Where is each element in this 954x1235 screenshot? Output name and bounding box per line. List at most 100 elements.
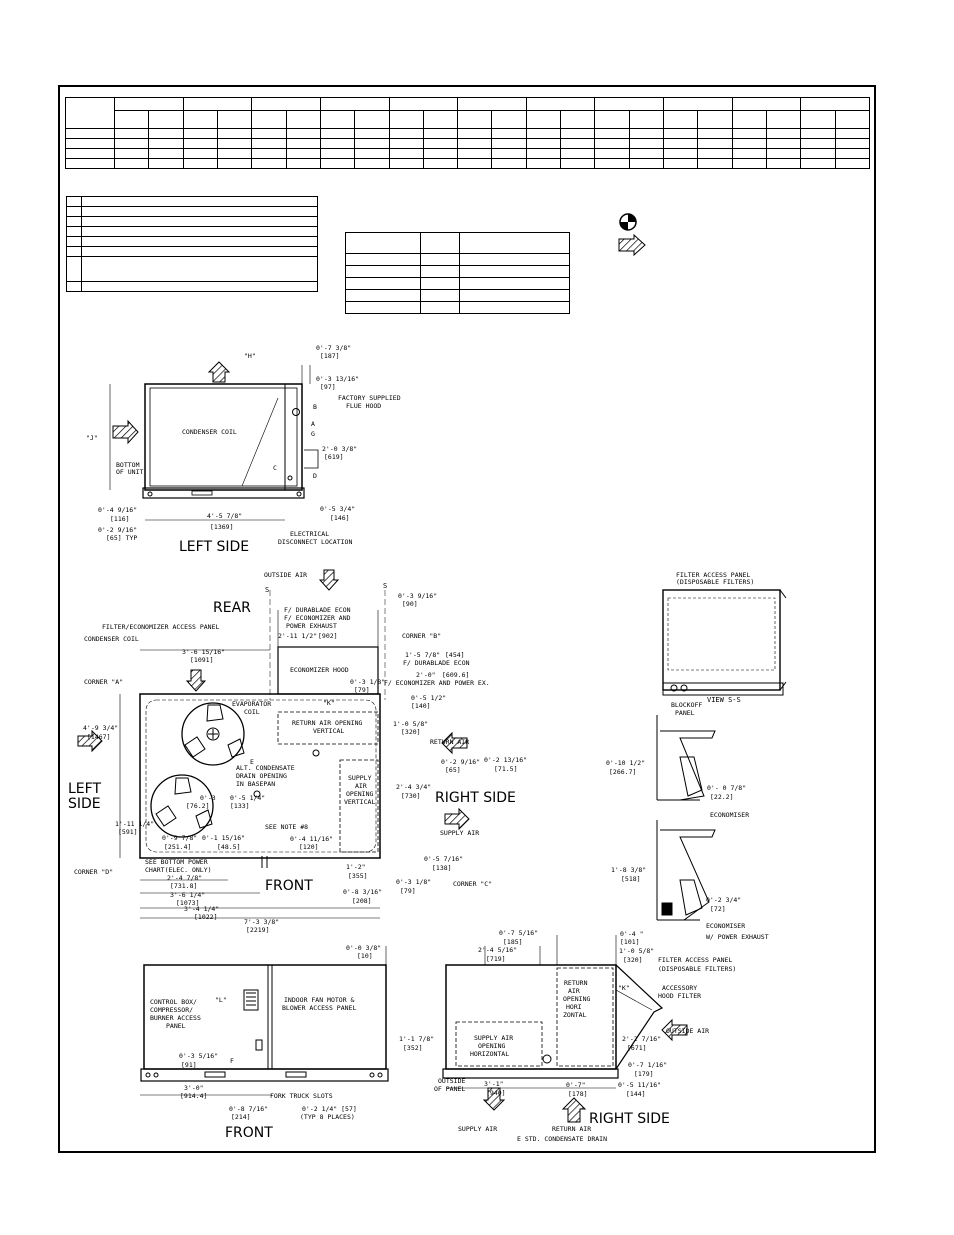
dim-label: [731.8] (170, 882, 197, 890)
dim-label: [730] (401, 792, 421, 800)
corner-d-label: CORNER "D" (74, 868, 113, 876)
dim-label: 4'-5 7/8" (207, 512, 242, 520)
dim-label: 3'-6 15/16" (182, 648, 225, 656)
dim-label: 0'-7" (566, 1081, 586, 1089)
airflow-arrow-icon (112, 419, 139, 445)
dim-label: [1073] (176, 899, 199, 907)
dim-label: [101] (620, 938, 640, 946)
dim-label: 0'- 0 7/8" (707, 784, 746, 792)
alt-drain-label: ALT. CONDENSATE (236, 764, 295, 772)
supply-air-label: SUPPLY AIR (440, 829, 479, 837)
dim-label: 2'-11 1/2" (278, 632, 317, 640)
return-opening-label: ZONTAL (563, 1011, 587, 1019)
dim-label: [902] (318, 632, 338, 640)
airflow-arrow-icon (561, 1097, 587, 1123)
airflow-arrow-icon (185, 669, 207, 692)
right-side-title: RIGHT SIDE (589, 1111, 670, 1127)
dim-label: 3'-4 1/4" (184, 905, 219, 913)
dim-label: [454] (445, 651, 465, 659)
blockoff-label: BLOCKOFF (671, 701, 702, 709)
clearance-table (345, 232, 570, 314)
dim-label: 2'-0" (416, 671, 436, 679)
dim-label: 0'-3 (200, 794, 216, 802)
dim-label: 0'-2 9/16" (441, 758, 480, 766)
airflow-arrow-icon (77, 729, 103, 753)
center-of-gravity-icon (619, 213, 637, 231)
outside-panel-label: OUTSIDE (438, 1077, 465, 1085)
l-label: "L" (215, 996, 227, 1004)
dim-label: [518] (621, 875, 641, 883)
dim-label: 0'-5 11/16" (618, 1081, 661, 1089)
supply-opening-label: SUPPLY (348, 774, 372, 782)
section-s-label: S (383, 582, 387, 590)
front-title: FRONT (265, 878, 313, 894)
h-label: "H" (244, 352, 256, 360)
dim-label: [671] (627, 1044, 647, 1052)
j-label: "J" (86, 434, 98, 442)
dim-label: [2219] (246, 926, 269, 934)
dim-label: 0'-4 11/16" (290, 835, 333, 843)
durablade-label: F/ ECONOMIZER AND (284, 614, 351, 622)
dim-label: [320] (401, 728, 421, 736)
condenser-coil-label: CONDENSER COIL (84, 635, 139, 643)
dim-label: [619] (324, 453, 344, 461)
durablade-label: F/ DURABLADE ECON (284, 606, 351, 614)
dim-label: [187] (320, 352, 340, 360)
f-label: F (230, 1057, 234, 1065)
dim-label: 0'-0 3/8" (346, 944, 381, 952)
dim-label: [90] (402, 600, 418, 608)
control-box-label: COMPRESSOR/ (150, 1006, 193, 1014)
control-box-label: BURNER ACCESS (150, 1014, 201, 1022)
airflow-arrow-icon (318, 569, 340, 591)
bottom-power-label: SEE BOTTOM POWER (145, 858, 208, 866)
dim-label: 0'-5 1/4" (230, 794, 265, 802)
dim-label: 1'-0 5/8" (393, 720, 428, 728)
economiser-pe-label: W/ POWER EXHAUST (706, 933, 769, 941)
electrical-label: ELECTRICAL (290, 530, 329, 538)
e-label: E (250, 758, 254, 766)
dim-label: [10] (357, 952, 373, 960)
durablade-label: POWER EXHAUST (286, 622, 337, 630)
left-side-title: LEFT SIDE (179, 539, 249, 555)
front-title: FRONT (225, 1125, 273, 1141)
evaporator-coil-label: COIL (244, 708, 260, 716)
dim-label: 2'-0 3/8" (322, 445, 357, 453)
return-air-label: RETURN AIR (552, 1125, 591, 1133)
dim-label: [352] (403, 1044, 423, 1052)
dim-label: [138] (432, 864, 452, 872)
indoor-fan-label: BLOWER ACCESS PANEL (282, 1004, 356, 1012)
dim-label: [214] (231, 1113, 251, 1121)
g-label: G (311, 430, 315, 438)
airflow-arrow-icon (618, 233, 646, 257)
dim-label: 0'-5 7/16" (424, 855, 463, 863)
dim-label: 1'-2" (346, 863, 366, 871)
dim-label: 0'-3 13/16" (316, 375, 359, 383)
condenser-coil-label: CONDENSER COIL (182, 428, 237, 436)
d-label: D (313, 472, 317, 480)
control-box-label: PANEL (166, 1022, 186, 1030)
return-opening-label: RETURN (564, 979, 588, 987)
dim-label: 0'-4 " (620, 930, 643, 938)
economiser-label: ECONOMISER (710, 811, 749, 819)
supply-opening-label: OPENING (346, 790, 373, 798)
drawing-frame (58, 85, 876, 1153)
dimension-table (65, 97, 871, 169)
filter-panel-label: FILTER/ECONOMIZER ACCESS PANEL (102, 623, 219, 631)
dim-label: [185] (503, 938, 523, 946)
control-box-label: CONTROL BOX/ (150, 998, 197, 1006)
front-view (140, 946, 389, 1096)
dim-label: [91] (181, 1061, 197, 1069)
dim-label: [72] (710, 905, 726, 913)
dim-label: 1'-5 7/8" (405, 651, 440, 659)
airflow-arrow-icon (444, 807, 470, 831)
dim-label: 1'-11 1/4" (115, 820, 154, 828)
supply-opening-label: HORIZONTAL (470, 1050, 509, 1058)
airflow-arrow-icon (661, 1018, 688, 1042)
supply-opening-label: OPENING (478, 1042, 505, 1050)
corner-c-label: CORNER "C" (453, 880, 492, 888)
return-air-label: RETURN AIR (430, 738, 469, 746)
durablade-label: F/ DURABLADE ECON (403, 659, 470, 667)
dim-label: [1369] (210, 523, 233, 531)
dim-label: 0'-2 3/4" (706, 896, 741, 904)
alt-drain-label: IN BASEPAN (236, 780, 275, 788)
